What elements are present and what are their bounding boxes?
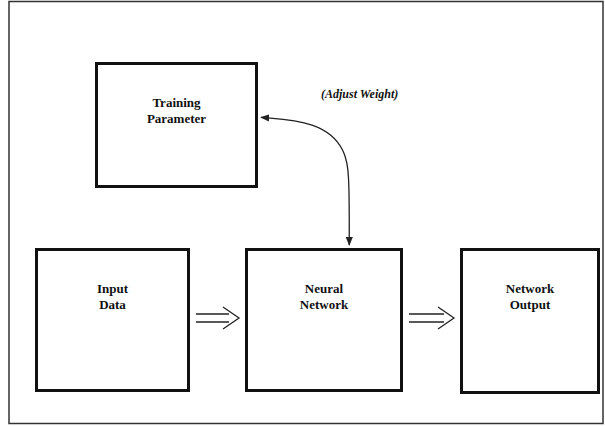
arrow-stroke: [409, 313, 444, 314]
arrow-stroke: [196, 313, 229, 314]
process-box: Input Data: [35, 248, 190, 392]
process-box: Network Output: [460, 248, 600, 394]
feedback-curve: [261, 117, 349, 245]
process-box: Training Parameter: [95, 62, 258, 188]
arrow-stroke: [409, 321, 444, 322]
connector: [261, 117, 349, 245]
box-label: Neural Network: [300, 281, 348, 314]
frame-border: [9, 2, 603, 424]
box-label: Input Data: [97, 281, 128, 314]
process-box: Neural Network: [245, 248, 403, 392]
arrow-stroke: [438, 307, 454, 329]
edge-label: (Adjust Weight): [319, 87, 400, 102]
connector: [409, 307, 454, 329]
arrow-stroke: [196, 321, 229, 322]
box-label: Network Output: [506, 281, 554, 314]
connector: [196, 307, 239, 329]
arrow-stroke: [223, 307, 239, 329]
box-label: Training Parameter: [147, 95, 206, 128]
